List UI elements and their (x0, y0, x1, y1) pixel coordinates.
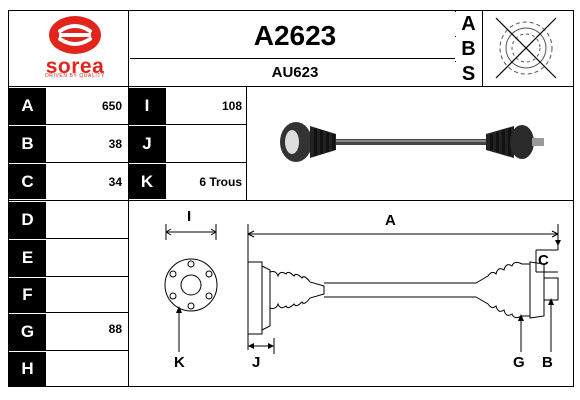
dim-label-i: I (187, 208, 192, 225)
abs-letter-s: S (455, 62, 482, 86)
dim-label-c: C (538, 252, 549, 269)
spec-value-d (46, 202, 126, 238)
reference-number: AU623 (271, 63, 319, 81)
spec-label-e: E (9, 240, 46, 276)
spec-label-a: A (9, 88, 46, 124)
brand-tagline: DRIVEN BY QUALITY (45, 73, 105, 79)
part-number: A2623 (253, 20, 337, 51)
brand-name: sorea (45, 55, 105, 78)
dim-label-b: B (542, 354, 553, 371)
spec-sheet-frame (8, 10, 574, 387)
dim-label-k: K (174, 354, 185, 371)
spec-label-i: I (128, 88, 166, 124)
grid-line (8, 350, 128, 351)
spec-value-f (46, 278, 126, 312)
grid-line (8, 238, 128, 239)
spec-value-k: 6 Trous (199, 174, 242, 189)
spec-label-j: J (128, 126, 166, 162)
grid-line (8, 124, 246, 125)
spec-value-i: 108 (221, 99, 242, 113)
spec-value-j (166, 126, 246, 162)
spec-value-a: 650 (101, 99, 122, 113)
grid-line (8, 312, 128, 313)
grid-line (8, 276, 128, 277)
spec-label-f: F (9, 278, 46, 312)
abs-letter-a: A (455, 12, 482, 36)
spec-label-b: B (9, 126, 46, 162)
spec-label-k: K (128, 164, 166, 199)
grid-line (8, 200, 574, 201)
grid-line (246, 86, 247, 200)
header-divider (8, 86, 574, 87)
flange-end-view-icon (164, 224, 218, 352)
dim-label-j: J (252, 354, 261, 371)
grid-line (482, 10, 483, 86)
spec-label-g: G (9, 314, 46, 350)
spec-value-h (46, 352, 126, 386)
spec-value-b: 38 (108, 137, 122, 151)
drive-shaft-photo-icon (280, 122, 544, 162)
dim-label-a: A (385, 212, 396, 229)
spec-value-c: 34 (108, 174, 122, 189)
spec-value-e (46, 240, 126, 276)
spec-label-c: C (9, 164, 46, 199)
sorea-logo-icon (49, 16, 101, 54)
grid-line (8, 162, 246, 163)
spec-label-h: H (9, 352, 46, 386)
dim-label-g: G (513, 354, 525, 371)
spec-label-d: D (9, 202, 46, 238)
abs-ring-crossed-icon (495, 17, 557, 79)
abs-letter-b: B (455, 37, 482, 61)
spec-value-g: 88 (108, 322, 122, 336)
drive-shaft-side-view-icon (247, 224, 561, 354)
header-mid-line (130, 58, 455, 59)
